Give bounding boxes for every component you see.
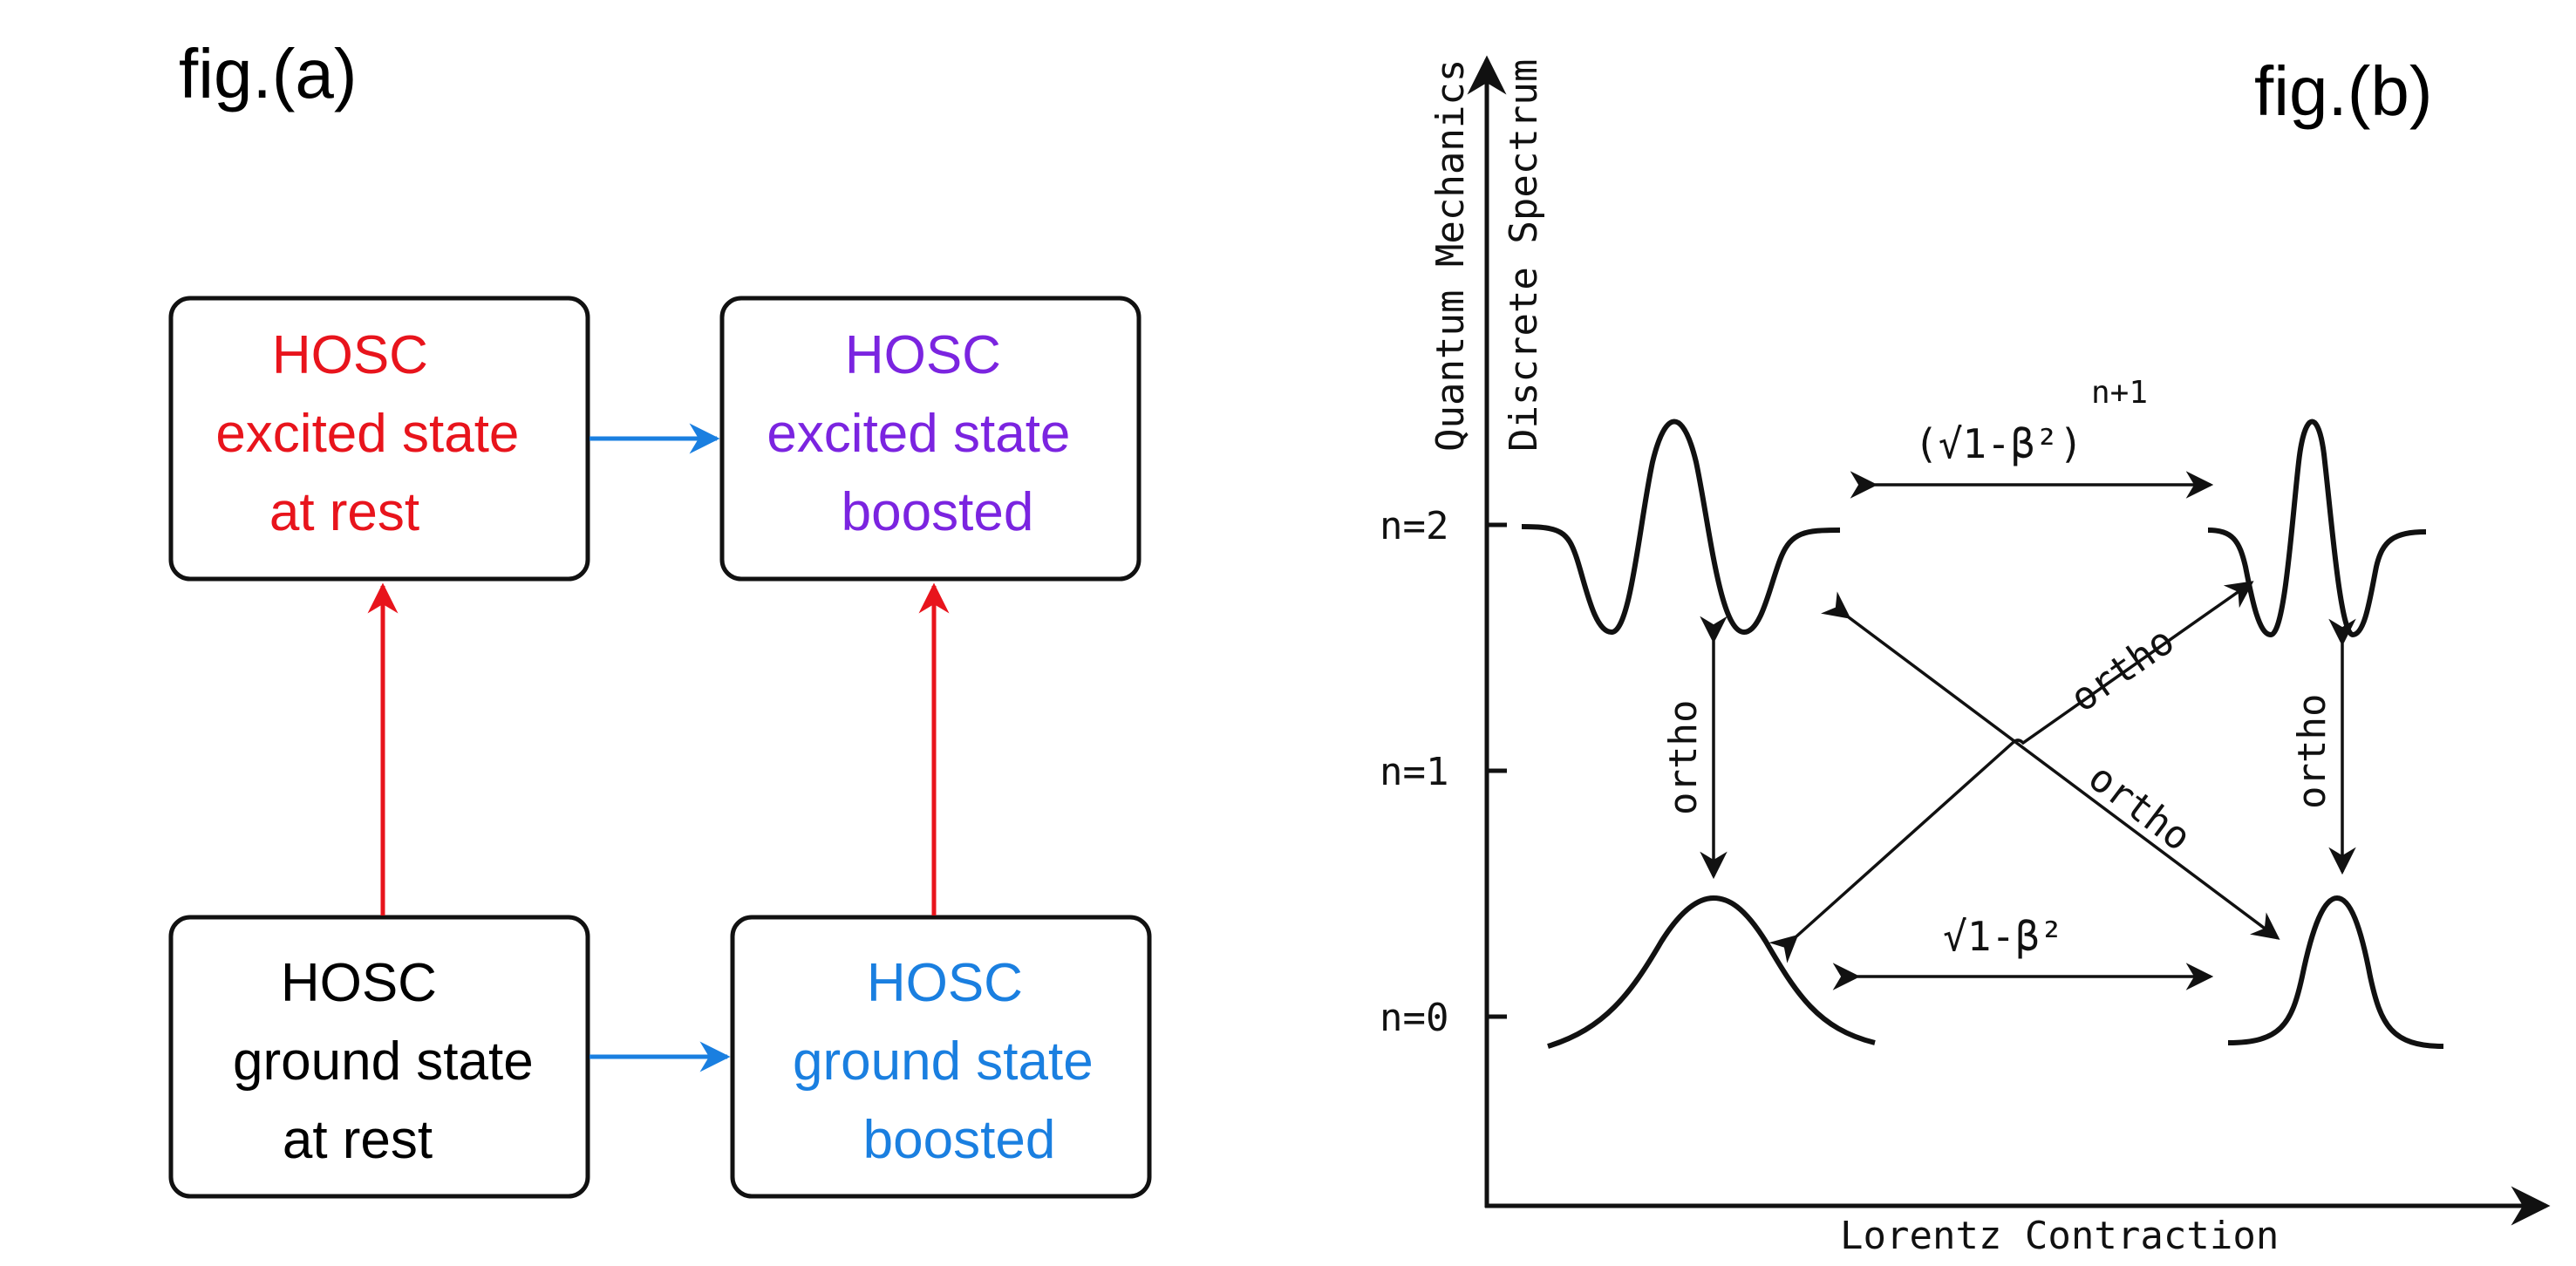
box-ground-rest-line1: HOSC bbox=[281, 953, 437, 1013]
level-n1: n=1 bbox=[1380, 750, 1507, 794]
ortho-arrow-diagonal-down bbox=[1820, 591, 2280, 940]
box-ground-boosted-line1: HOSC bbox=[867, 953, 1023, 1013]
bottom-factor-label: √1-β² bbox=[1943, 913, 2063, 960]
box-excited-rest-line1: HOSC bbox=[272, 325, 428, 385]
box-excited-boosted-line3: boosted bbox=[842, 482, 1034, 542]
ortho-label-rest: ortho bbox=[1661, 700, 1706, 815]
box-excited-rest-line3: at rest bbox=[269, 482, 419, 542]
top-factor-exponent: n+1 bbox=[2091, 375, 2148, 411]
fig-a-label: fig.(a) bbox=[179, 35, 358, 112]
box-ground-rest-line3: at rest bbox=[283, 1110, 433, 1170]
level-label-n0: n=0 bbox=[1380, 996, 1448, 1040]
box-ground-boosted-line2: ground state bbox=[793, 1031, 1094, 1092]
svg-text:HOSC ground state: HOSC ground state at rest bbox=[233, 953, 549, 1170]
level-label-n2: n=2 bbox=[1380, 504, 1448, 548]
wavefunction-n2-boosted bbox=[2207, 419, 2427, 638]
wavefunction-n2-rest bbox=[1521, 419, 1841, 636]
x-axis-label: Lorentz Contraction bbox=[1840, 1214, 2279, 1258]
svg-text:HOSC excited state: HOSC excited state boosted bbox=[767, 325, 1085, 542]
box-excited-rest-line2: excited state bbox=[215, 404, 519, 464]
fig-a-panel: fig.(a) HOSC excited state at rest HOSC … bbox=[168, 35, 1152, 1199]
ortho-label-diagonal-down: ortho bbox=[2080, 755, 2198, 860]
box-ground-rest-line2: ground state bbox=[233, 1031, 534, 1092]
top-factor-label: (√1-β²) n+1 bbox=[1914, 375, 2148, 467]
box-ground-rest: HOSC ground state at rest bbox=[168, 915, 590, 1199]
fig-b-panel: fig.(b) Quantum Mechanics Discrete Spect… bbox=[1380, 52, 2551, 1258]
y-axis-label-discrete-spectrum: Discrete Spectrum bbox=[1502, 59, 1546, 452]
level-n0: n=0 bbox=[1380, 996, 1507, 1040]
box-ground-boosted-line3: boosted bbox=[863, 1110, 1056, 1170]
ortho-arrow-diagonal-up bbox=[1768, 581, 2254, 963]
ortho-label-diagonal-up: ortho bbox=[2062, 618, 2183, 721]
level-n2: n=2 bbox=[1380, 504, 1507, 548]
top-factor-base: (√1-β²) bbox=[1914, 420, 2083, 467]
box-excited-boosted-line2: excited state bbox=[767, 404, 1070, 464]
box-excited-rest: HOSC excited state at rest bbox=[168, 296, 590, 582]
fig-b-label: fig.(b) bbox=[2254, 52, 2433, 130]
box-ground-boosted: HOSC ground state boosted bbox=[730, 915, 1152, 1199]
ortho-label-boosted: ortho bbox=[2290, 694, 2334, 809]
svg-text:HOSC excited state: HOSC excited state at rest bbox=[215, 325, 534, 542]
box-excited-boosted: HOSC excited state boosted bbox=[719, 296, 1141, 582]
box-excited-boosted-line1: HOSC bbox=[845, 325, 1001, 385]
y-axis-label-quantum-mechanics: Quantum Mechanics bbox=[1428, 59, 1473, 452]
level-label-n1: n=1 bbox=[1380, 750, 1448, 794]
wavefunction-n0-boosted bbox=[2227, 895, 2444, 1049]
svg-text:HOSC ground state: HOSC ground state boosted bbox=[793, 953, 1108, 1170]
wavefunction-n0-rest bbox=[1547, 895, 1876, 1049]
